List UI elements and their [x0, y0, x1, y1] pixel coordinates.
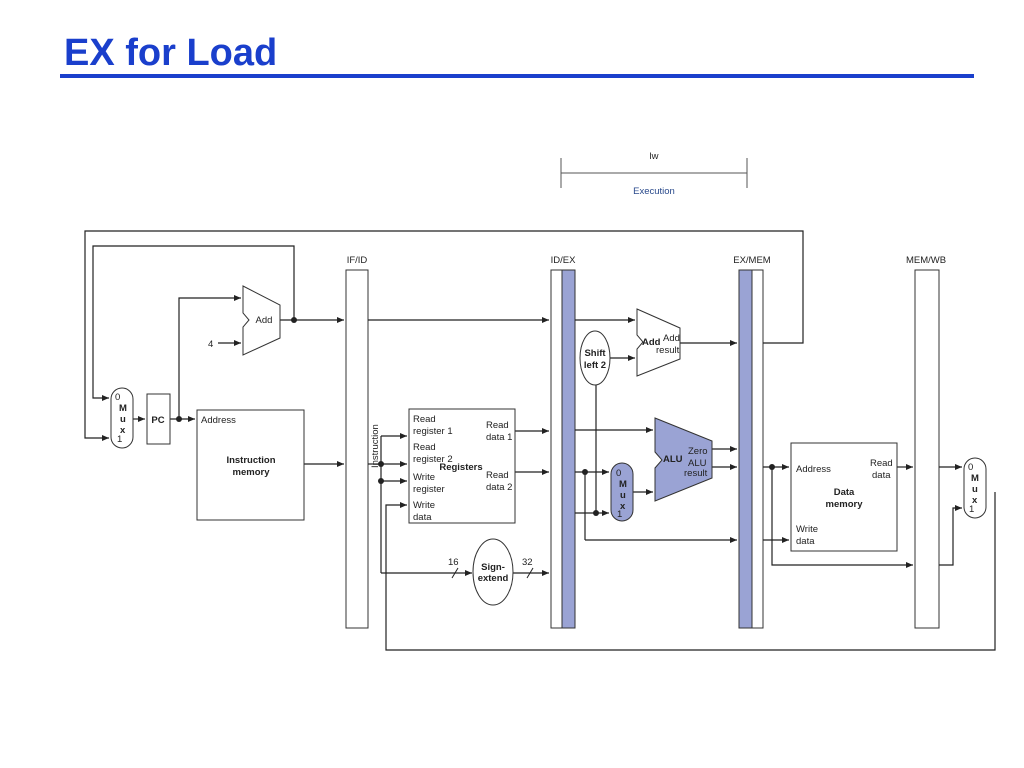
instruction-bus-label: Instruction — [370, 424, 381, 468]
sign-extend-2: extend — [478, 573, 509, 584]
data-memory — [790, 442, 898, 552]
pipe-reg-memwb — [914, 269, 940, 629]
pc-register — [146, 393, 171, 445]
pc-mux-m: M — [119, 403, 127, 414]
wb-mux-u: u — [972, 484, 978, 495]
wb-mux-m: M — [971, 473, 979, 484]
shift-left-2 — [579, 330, 611, 386]
bus-width-marks — [451, 567, 534, 579]
imem-title-2: memory — [233, 467, 271, 478]
alu-label: ALU — [663, 454, 683, 465]
alu-result-2: result — [684, 468, 708, 479]
reg-write-data-b: data — [413, 512, 432, 523]
slide-title: EX for Load — [64, 32, 278, 74]
dmem-title-1: Data — [834, 487, 855, 498]
stage-name-label: Execution — [633, 186, 675, 197]
pipe-reg-label-ifid: IF/ID — [347, 255, 368, 266]
pipe-reg-idex-highlight — [561, 269, 576, 629]
alu-src-mux — [610, 462, 634, 522]
reg-read-reg2-a: Read — [413, 442, 436, 453]
reg-write-data-a: Write — [413, 500, 435, 511]
wb-mux-0: 0 — [968, 462, 973, 473]
ex-add-result-2: result — [656, 345, 680, 356]
wires — [84, 230, 996, 651]
pipe-reg-label-memwb: MEM/WB — [906, 255, 946, 266]
stage-bracket — [560, 158, 748, 188]
bus-width-16: 16 — [448, 557, 459, 568]
pipe-reg-exmem — [738, 269, 753, 629]
wb-mux-1: 1 — [969, 504, 974, 515]
pc-mux-0: 0 — [115, 392, 120, 403]
reg-read-data1-a: Read — [486, 420, 509, 431]
reg-read-reg1-a: Read — [413, 414, 436, 425]
alu-mux-0: 0 — [616, 468, 621, 479]
alu-result-1: ALU — [688, 458, 707, 469]
dmem-title-2: memory — [826, 499, 864, 510]
alu-zero-label: Zero — [688, 446, 708, 457]
alu-mux-m: M — [619, 479, 627, 490]
alu — [654, 417, 713, 502]
ex-adder — [636, 308, 681, 377]
reg-write-reg-b: register — [413, 484, 445, 495]
pipe-reg-label-idex: ID/EX — [551, 255, 576, 266]
pipe-reg-exmem-outline — [738, 269, 764, 629]
pc-mux-u: u — [120, 414, 126, 425]
pc-mux-1: 1 — [117, 434, 122, 445]
ex-add-result-1: Add — [663, 333, 680, 344]
reg-read-data2-a: Read — [486, 470, 509, 481]
reg-read-reg2-b: register 2 — [413, 454, 453, 465]
alu-mux-x: x — [620, 501, 626, 512]
dmem-write-1: Write — [796, 524, 818, 535]
if-adder — [242, 285, 281, 356]
reg-read-data1-b: data 1 — [486, 432, 512, 443]
sign-extend — [472, 538, 514, 606]
dmem-write-2: data — [796, 536, 815, 547]
pc-mux-x: x — [120, 425, 126, 436]
reg-read-reg1-b: register 1 — [413, 426, 453, 437]
const-four-label: 4 — [208, 339, 213, 350]
reg-read-data2-b: data 2 — [486, 482, 512, 493]
sign-extend-1: Sign- — [481, 562, 505, 573]
alu-mux-1: 1 — [617, 509, 622, 520]
register-file — [408, 408, 516, 524]
alu-mux-u: u — [620, 490, 626, 501]
stage-instruction-label: lw — [650, 151, 659, 162]
imem-address-label: Address — [201, 415, 236, 426]
dmem-address-label: Address — [796, 464, 831, 475]
instruction-memory — [196, 409, 305, 521]
pipe-reg-ifid — [345, 269, 369, 629]
dmem-read-2: data — [872, 470, 891, 481]
registers-title: Registers — [439, 462, 482, 473]
imem-title-1: Instruction — [226, 455, 275, 466]
bus-width-32: 32 — [522, 557, 533, 568]
pipe-reg-label-exmem: EX/MEM — [733, 255, 771, 266]
ex-adder-label: Add — [642, 337, 661, 348]
shift-label-1: Shift — [584, 348, 606, 359]
dmem-read-1: Read — [870, 458, 893, 469]
pc-mux — [110, 387, 134, 449]
pc-label: PC — [151, 415, 164, 426]
junction-dots — [176, 317, 775, 516]
wb-mux — [963, 457, 987, 519]
shift-label-2: left 2 — [584, 360, 606, 371]
reg-write-reg-a: Write — [413, 472, 435, 483]
title-underline — [60, 74, 974, 78]
wb-mux-x: x — [972, 495, 978, 506]
if-adder-label: Add — [256, 315, 273, 326]
